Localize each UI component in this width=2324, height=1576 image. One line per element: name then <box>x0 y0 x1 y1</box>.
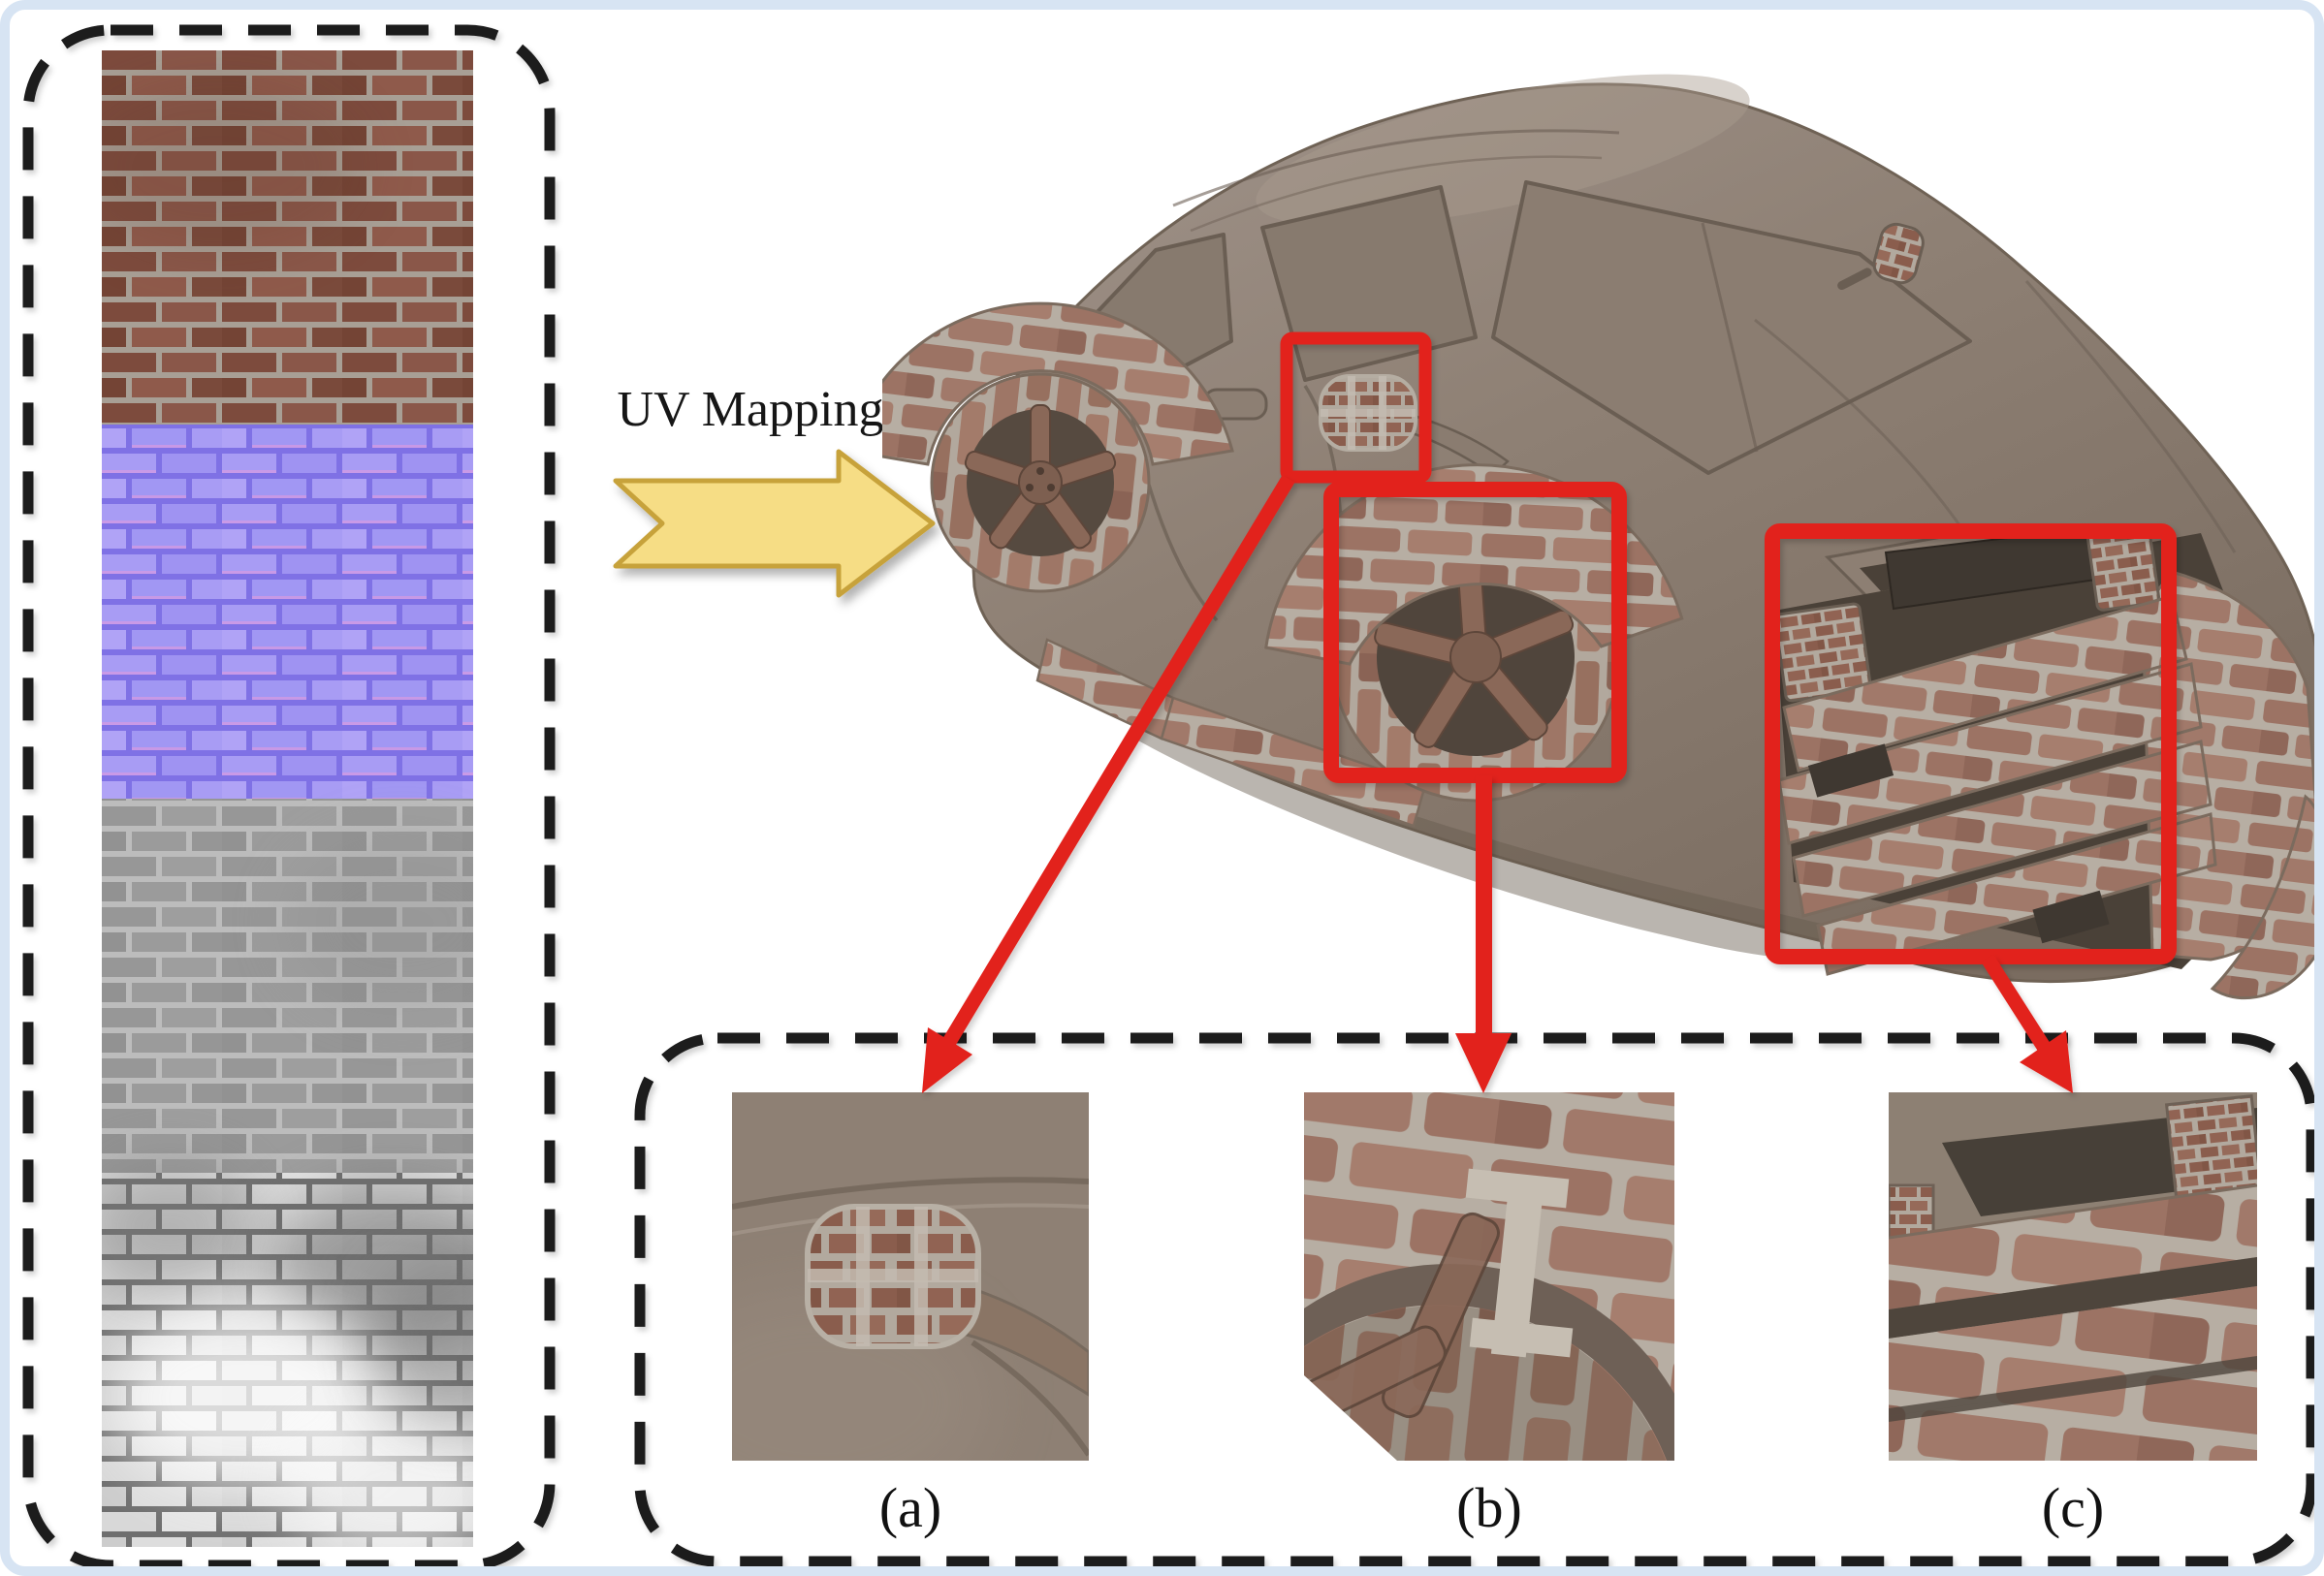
uv-mapping-label: UV Mapping <box>617 382 884 437</box>
crop-a-side-marker <box>732 1092 1089 1461</box>
rear-fender-brick <box>882 301 1234 466</box>
caption-b: (b) <box>1456 1476 1522 1539</box>
headlight-brick-right <box>2086 524 2160 612</box>
crop-c-front-bumper <box>1889 1092 2257 1461</box>
marker-knob <box>805 1204 981 1349</box>
roof-highlight <box>1256 74 1750 227</box>
caption-c: (c) <box>2041 1476 2105 1539</box>
windshield-crease <box>1701 222 1759 453</box>
roof-seam-2 <box>1190 155 1603 233</box>
hood-crease <box>1754 318 1980 553</box>
door-window <box>1260 185 1478 382</box>
windshield <box>1491 180 1972 475</box>
hood-crease-2 <box>2024 280 2237 553</box>
displacement-map <box>102 1160 473 1547</box>
caption-a: (a) <box>878 1476 942 1539</box>
car-render <box>882 74 2314 1000</box>
far-fender-brick <box>2210 794 2314 1000</box>
roof-seam <box>1172 129 1620 207</box>
wing-mirror <box>1837 222 1925 291</box>
crop-b-front-wheel <box>1304 1092 1674 1461</box>
texture-strip <box>102 50 473 1547</box>
normal-map <box>102 425 473 799</box>
